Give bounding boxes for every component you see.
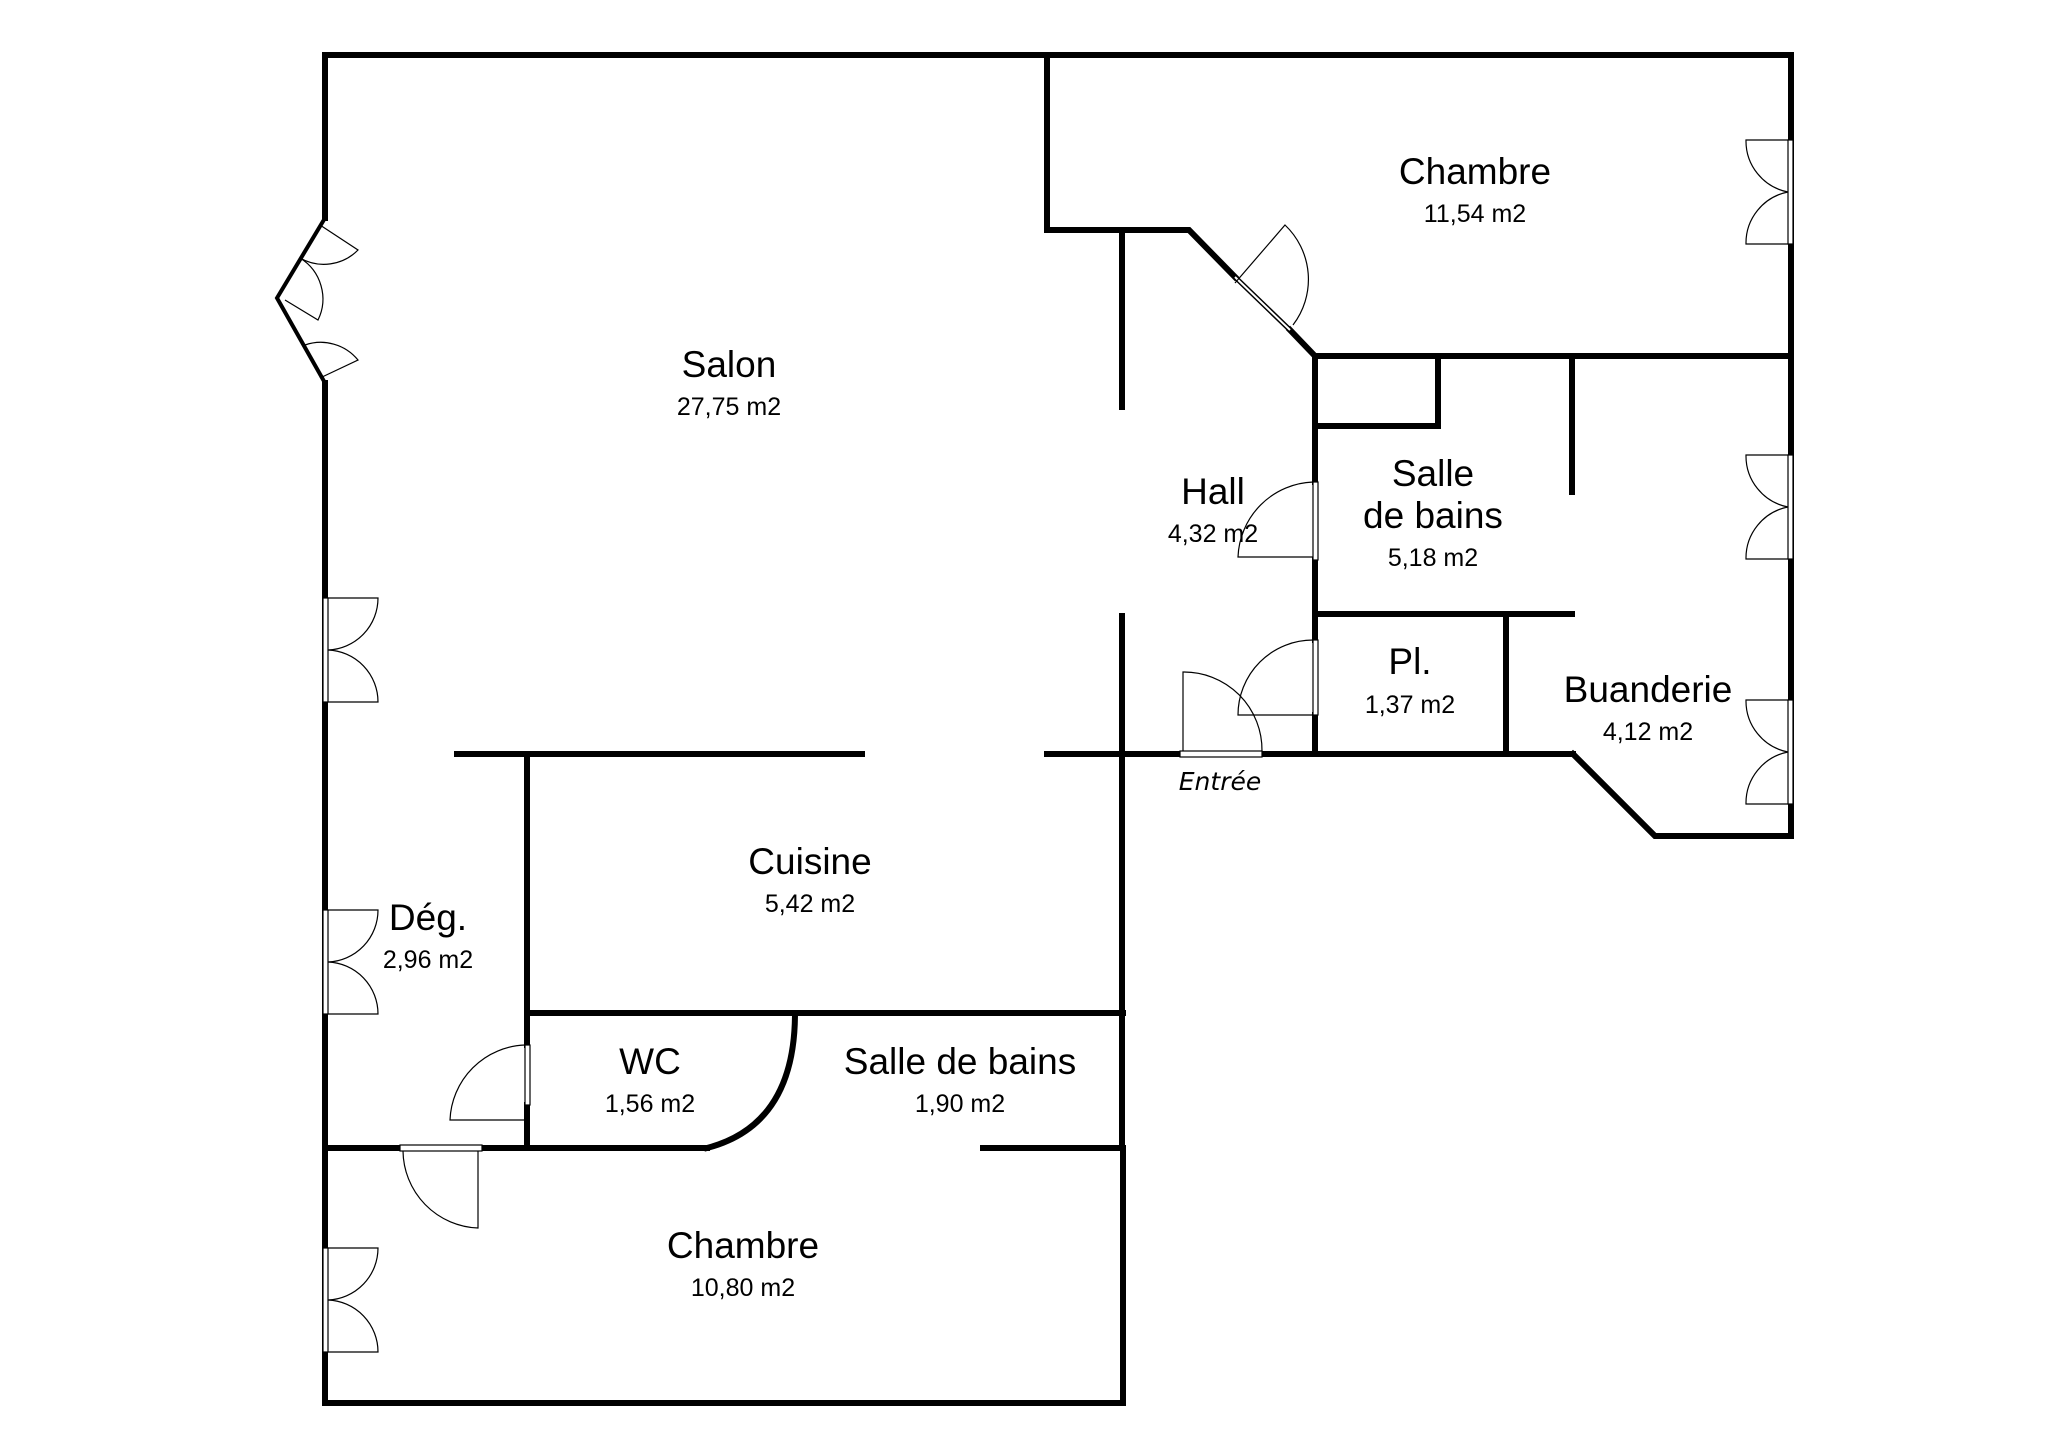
window-salon-bay xyxy=(274,216,327,384)
room-name-line1: Salle xyxy=(1392,453,1474,494)
room-area: 5,18 m2 xyxy=(1388,544,1478,572)
room-chambre-1: Chambre 11,54 m2 xyxy=(1399,151,1551,228)
door-wc-frame xyxy=(524,1044,531,1106)
window-deg-sash xyxy=(327,909,379,1015)
walls xyxy=(322,52,1794,1406)
wall-chambre-diag xyxy=(1285,325,1320,361)
window-chambre1 xyxy=(1787,139,1794,245)
room-area: 27,75 m2 xyxy=(677,393,781,421)
room-area: 1,56 m2 xyxy=(605,1090,695,1118)
room-area: 4,32 m2 xyxy=(1168,520,1258,548)
window-deg xyxy=(322,909,329,1015)
door-entrance-frame xyxy=(1179,750,1263,758)
room-name-line2: de bains xyxy=(1363,495,1503,536)
room-degagement: Dég. 2,96 m2 xyxy=(383,897,473,974)
window-salon-bay-sash-2 xyxy=(284,257,324,321)
door-placard-swing xyxy=(1237,639,1314,716)
window-chambre2-sash xyxy=(327,1247,379,1353)
door-chambre2-swing xyxy=(402,1150,479,1229)
doors xyxy=(399,224,1319,1229)
door-chambre1-frame-inner xyxy=(1234,276,1291,331)
room-labels: Salon 27,75 m2 Chambre 11,54 m2 Hall 4,3… xyxy=(383,151,1733,1302)
room-chambre-2: Chambre 10,80 m2 xyxy=(667,1225,819,1302)
wall-chambre-top xyxy=(1044,52,1794,839)
window-bath xyxy=(1787,454,1794,560)
window-chambre1-sash xyxy=(1745,139,1789,245)
window-chambre2 xyxy=(322,1247,329,1353)
room-cuisine: Cuisine 5,42 m2 xyxy=(748,841,871,918)
room-area: 4,12 m2 xyxy=(1603,718,1693,746)
room-area: 10,80 m2 xyxy=(691,1274,795,1302)
room-salle-de-bains-1: Salle de bains 5,18 m2 xyxy=(1363,453,1503,572)
room-area: 2,96 m2 xyxy=(383,946,473,974)
room-name: Buanderie xyxy=(1564,669,1733,710)
room-salle-de-bains-2: Salle de bains 1,90 m2 xyxy=(844,1041,1076,1118)
door-bath-frame xyxy=(1312,481,1319,561)
door-placard-frame xyxy=(1312,639,1319,716)
room-name: Hall xyxy=(1181,471,1245,512)
wall-outer-top-left xyxy=(322,52,1050,221)
room-salon: Salon 27,75 m2 xyxy=(677,344,781,421)
room-placard: Pl. 1,37 m2 xyxy=(1365,641,1455,719)
wall-wc-curve xyxy=(703,1009,799,1152)
window-salon-bay-sash-1 xyxy=(299,224,359,265)
room-name: Chambre xyxy=(1399,151,1551,192)
door-entrance-swing xyxy=(1182,671,1263,752)
room-name: Cuisine xyxy=(748,841,871,882)
door-bath-swing xyxy=(1237,481,1314,558)
room-name: Salle de bains xyxy=(844,1041,1076,1082)
windows xyxy=(274,139,1794,1353)
wall-bath-closet xyxy=(1312,353,1441,429)
door-chambre2-frame xyxy=(399,1144,483,1152)
wall-outer-left xyxy=(322,380,1126,1406)
room-name: Pl. xyxy=(1388,641,1431,682)
window-bath-sash xyxy=(1745,454,1789,560)
window-salon-left xyxy=(322,597,329,703)
room-area: 5,42 m2 xyxy=(765,890,855,918)
room-buanderie: Buanderie 4,12 m2 xyxy=(1564,669,1733,746)
room-wc: WC 1,56 m2 xyxy=(605,1041,695,1118)
room-area: 1,37 m2 xyxy=(1365,691,1455,719)
window-salon-bay-sash-3 xyxy=(304,341,359,379)
door-chambre1-swing xyxy=(1234,224,1310,326)
door-wc-swing xyxy=(449,1044,526,1121)
entrance-label: Entrée xyxy=(1179,767,1261,796)
room-name: WC xyxy=(619,1041,681,1082)
window-salon-left-sash xyxy=(327,597,379,703)
window-buanderie xyxy=(1787,699,1794,805)
room-area: 11,54 m2 xyxy=(1424,200,1526,228)
room-hall: Hall 4,32 m2 xyxy=(1168,471,1258,548)
window-buanderie-sash xyxy=(1745,699,1789,805)
wall-chambre-left xyxy=(1044,52,1240,282)
room-name: Chambre xyxy=(667,1225,819,1266)
room-name: Salon xyxy=(682,344,777,385)
room-name: Dég. xyxy=(389,897,467,938)
room-area: 1,90 m2 xyxy=(915,1090,1005,1118)
